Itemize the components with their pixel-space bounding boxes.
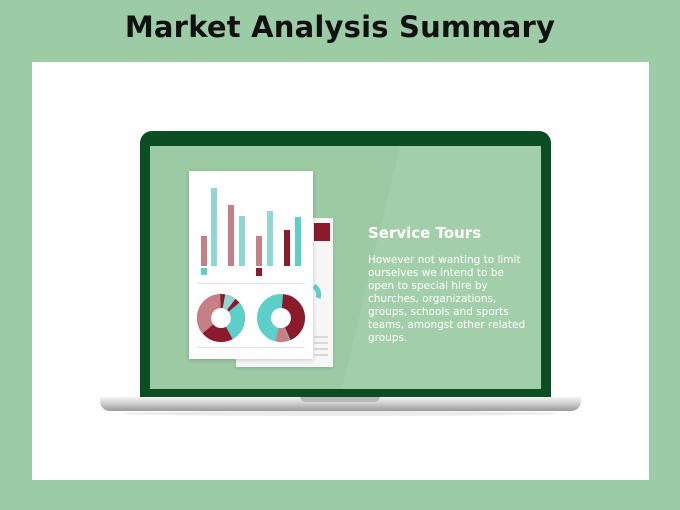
donut-chart-illustration bbox=[257, 294, 305, 342]
report-charts-icon bbox=[197, 188, 305, 348]
report-document-back-icon bbox=[312, 223, 330, 356]
laptop-base bbox=[100, 397, 581, 411]
bar-chart-illustration bbox=[197, 188, 305, 284]
laptop-notch bbox=[300, 397, 380, 402]
slide-title: Market Analysis Summary bbox=[124, 10, 556, 44]
panel-heading: Service Tours bbox=[368, 224, 482, 242]
panel-body: However not wanting to limit ourselves w… bbox=[368, 254, 526, 344]
laptop-shadow bbox=[120, 411, 560, 416]
report-document-front bbox=[189, 171, 313, 359]
screen-text-panel: Service Tours However not wanting to lim… bbox=[368, 224, 528, 345]
donut-chart-illustration bbox=[197, 294, 245, 342]
screen-glare bbox=[342, 146, 541, 389]
